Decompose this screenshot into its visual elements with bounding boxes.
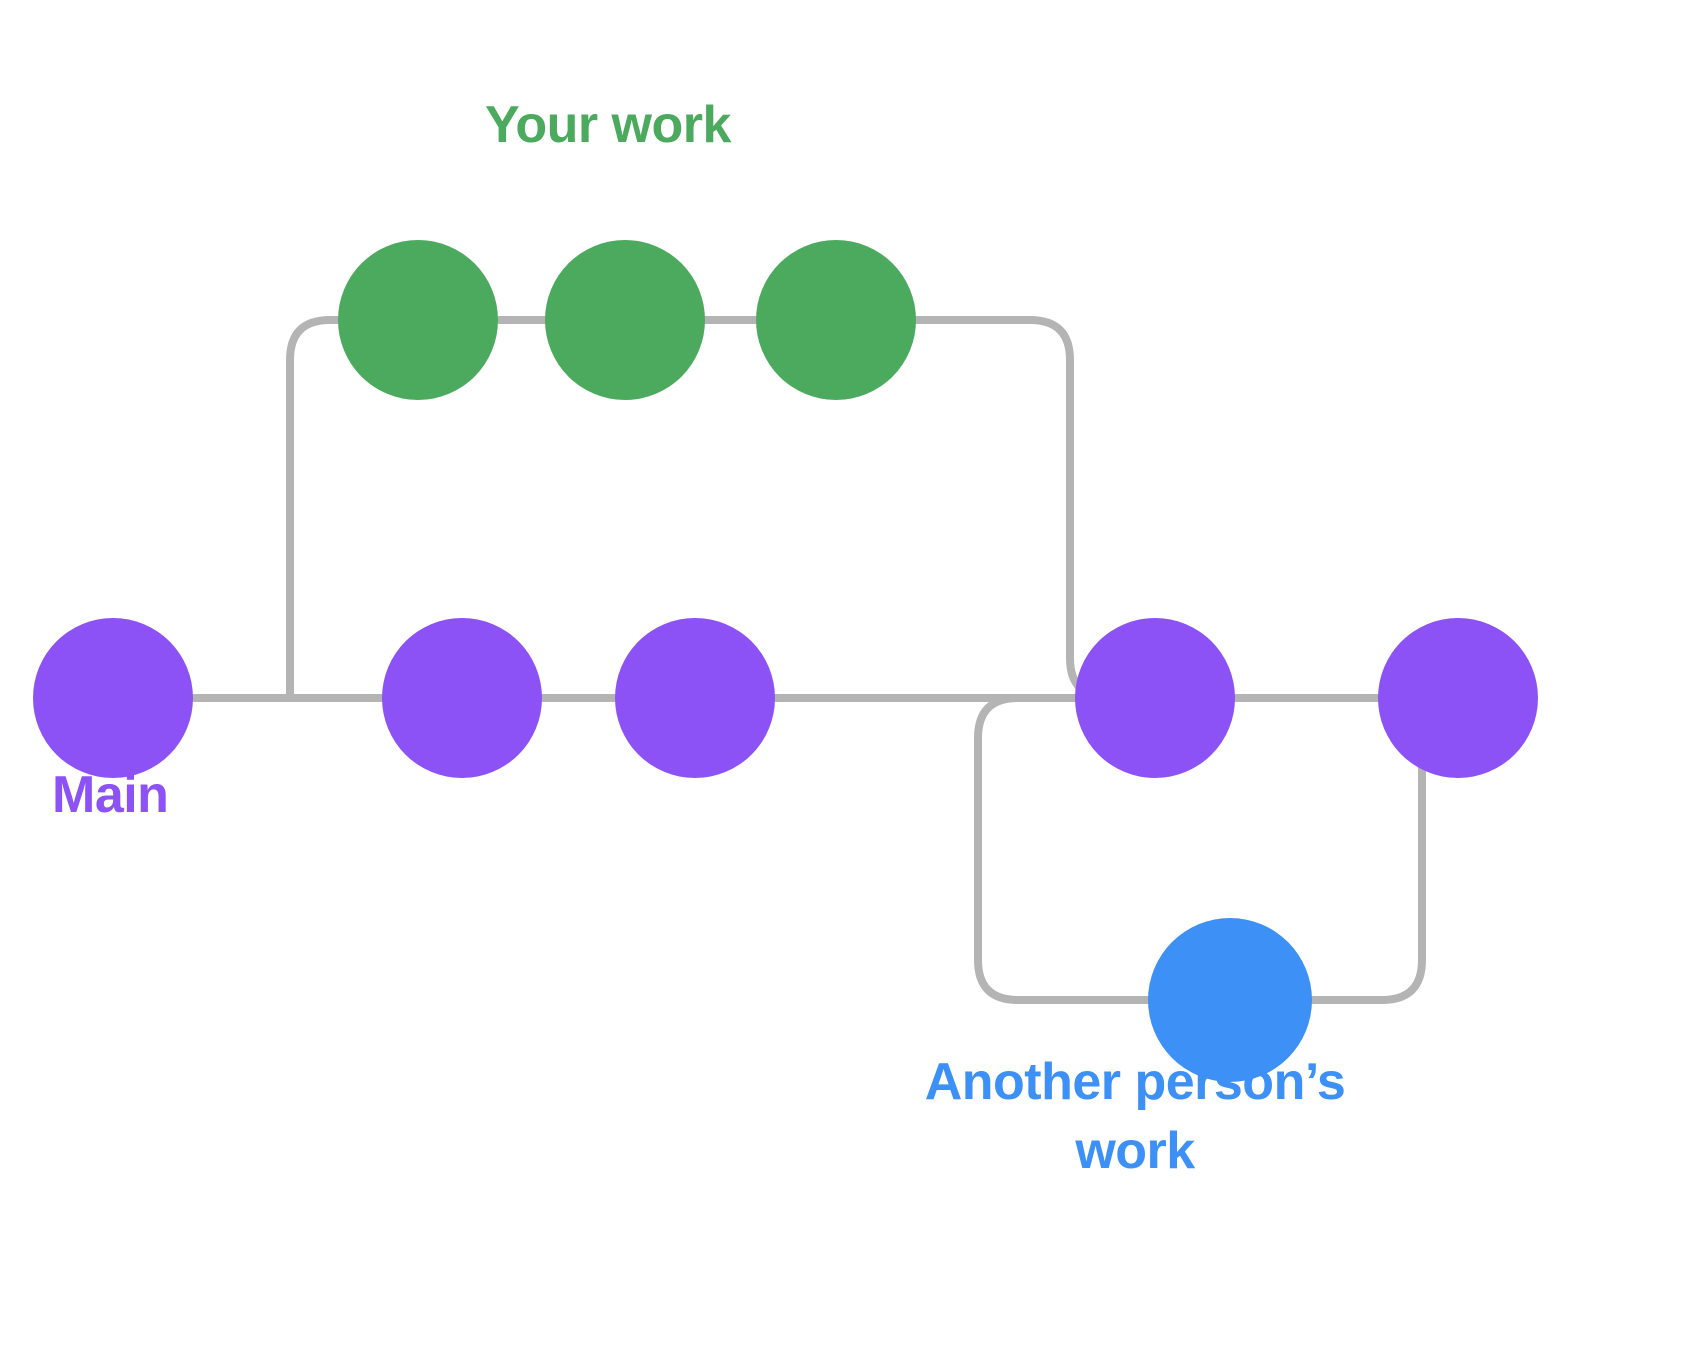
commit-node-blue-1[interactable] <box>1148 918 1312 1082</box>
connector-branch-out-green <box>286 316 342 702</box>
commit-node-main-5[interactable] <box>1378 618 1538 778</box>
commit-node-green-2[interactable] <box>545 240 705 400</box>
commit-node-green-1[interactable] <box>338 240 498 400</box>
branch-label-another-person-work: Another person’s work <box>900 1048 1370 1185</box>
commit-node-green-3[interactable] <box>756 240 916 400</box>
commit-node-main-4[interactable] <box>1075 618 1235 778</box>
commit-node-main-2[interactable] <box>382 618 542 778</box>
commit-node-main-1[interactable] <box>33 618 193 778</box>
connector-merge-green-main <box>912 316 1114 702</box>
branch-label-main: Main <box>52 766 169 824</box>
connector-group <box>189 316 1466 1004</box>
branch-label-another-person-line2: work <box>1075 1121 1195 1180</box>
branch-label-your-work: Your work <box>485 96 731 154</box>
connector-branch-out-blue <box>974 694 1154 1004</box>
branch-label-another-person-line1: Another person’s <box>924 1053 1346 1111</box>
commit-node-main-3[interactable] <box>615 618 775 778</box>
